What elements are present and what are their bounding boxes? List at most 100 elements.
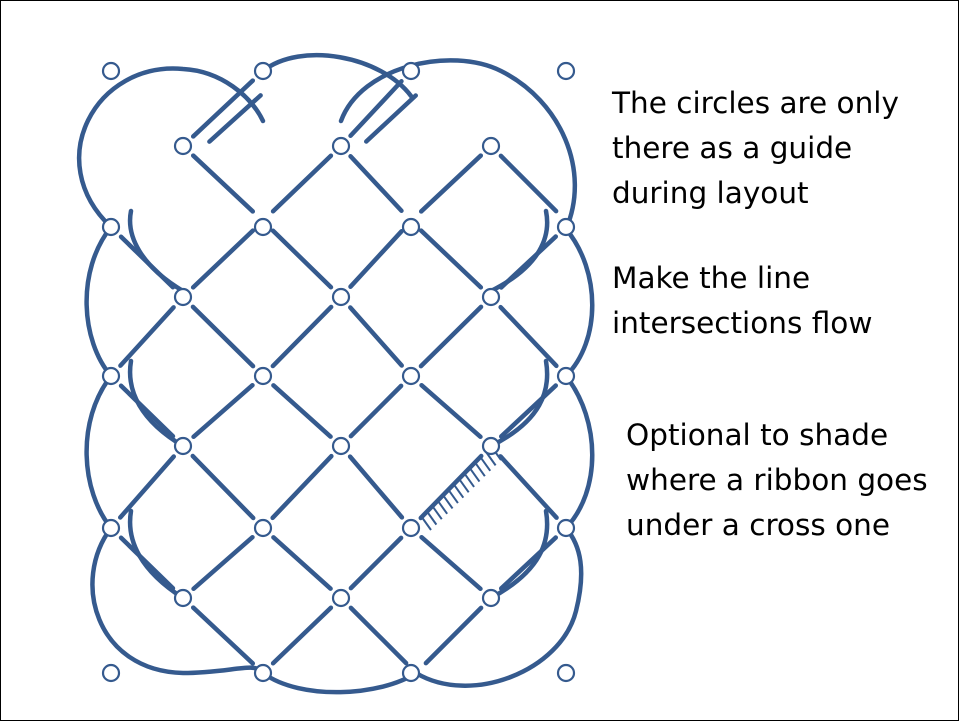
shade-hatch-9	[468, 466, 481, 483]
knot-ribbons	[76, 52, 595, 695]
ribbon-segment-11	[270, 228, 334, 290]
ribbon-segment-31	[418, 453, 484, 521]
guide-circle-4	[101, 217, 121, 237]
ribbon-curve-8	[260, 670, 419, 695]
ribbon-segment-1	[207, 93, 263, 144]
ribbon-segment-26	[498, 383, 559, 439]
guide-circle-25	[481, 287, 501, 307]
ribbon-segment-29	[270, 453, 334, 521]
ribbon-curve-6	[563, 373, 595, 531]
ribbon-segment-27	[117, 454, 177, 520]
guide-circle-12	[101, 518, 121, 538]
ribbon-segment-3	[364, 93, 418, 144]
guide-circle-15	[556, 518, 576, 538]
ribbon-segment-37	[419, 534, 483, 592]
ribbon-segment-25	[419, 382, 483, 440]
ribbon-segment-14	[498, 234, 559, 290]
ribbon-segment-17	[270, 304, 334, 369]
guide-circle-20	[173, 136, 193, 156]
ribbon-segment-15	[118, 305, 176, 368]
guide-circle-0	[101, 61, 121, 81]
shade-hatch-8	[463, 472, 475, 488]
ribbon-segment-39	[190, 605, 256, 666]
ribbon-segment-42	[423, 605, 484, 666]
ribbon-curve-2	[338, 58, 577, 232]
ribbon-segment-18	[348, 305, 404, 368]
note-flowing-intersections: Make the line intersections flow	[612, 261, 873, 340]
ribbon-curve-9	[413, 525, 584, 688]
guide-circle-3	[556, 61, 576, 81]
guide-circles	[101, 61, 576, 683]
ribbon-curve-12	[488, 358, 550, 449]
shade-hatch-4	[441, 493, 454, 510]
ribbon-segment-28	[190, 453, 256, 521]
guide-circle-11	[556, 366, 576, 386]
ribbon-segment-33	[118, 535, 176, 591]
ribbon-segment-32	[498, 454, 559, 520]
note-optional-shading: Optional to shade where a ribbon goes un…	[626, 418, 928, 542]
shade-hatch-3	[436, 499, 448, 515]
guide-circle-17	[253, 663, 273, 683]
ribbon-segment-2	[348, 78, 404, 139]
shade-hatch-7	[457, 477, 470, 493]
ribbon-segment-23	[271, 383, 333, 439]
guide-circle-9	[253, 366, 273, 386]
ribbon-segment-24	[348, 383, 404, 439]
ribbon-segment-6	[348, 153, 404, 214]
guide-circle-5	[253, 217, 273, 237]
ribbon-curve-0	[76, 66, 266, 230]
ribbon-segment-10	[190, 228, 256, 290]
guide-circle-7	[556, 217, 576, 237]
ribbon-segment-13	[418, 228, 484, 290]
ribbon-segment-12	[348, 229, 404, 289]
guide-circle-18	[401, 663, 421, 683]
ribbon-segment-36	[348, 535, 404, 591]
ribbon-curve-4	[563, 226, 595, 379]
guide-circle-31	[481, 588, 501, 608]
shade-hatch-6	[452, 483, 465, 499]
ribbon-segment-20	[498, 304, 559, 369]
guide-circle-2	[401, 61, 421, 81]
guide-circle-19	[556, 663, 576, 683]
guide-circle-26	[173, 436, 193, 456]
ribbon-segment-16	[190, 304, 256, 369]
guide-circle-27	[331, 436, 351, 456]
ribbon-segment-5	[270, 153, 334, 214]
ribbon-curve-7	[90, 525, 266, 676]
guide-circle-24	[331, 287, 351, 307]
ribbon-segment-7	[418, 153, 484, 214]
shade-hatch-1	[425, 510, 438, 526]
guide-circle-8	[101, 366, 121, 386]
ribbon-segment-30	[347, 454, 405, 520]
guide-circle-13	[253, 518, 273, 538]
ribbon-segment-9	[118, 234, 176, 290]
ribbon-segment-0	[190, 78, 256, 139]
ribbon-segment-34	[191, 534, 255, 592]
ribbon-segment-4	[190, 153, 256, 214]
guide-circle-16	[101, 663, 121, 683]
guide-circle-29	[173, 588, 193, 608]
ribbon-segment-40	[270, 605, 334, 666]
shade-hatch-2	[430, 504, 443, 520]
ribbon-segment-19	[418, 304, 484, 369]
ribbon-curve-3	[84, 224, 114, 379]
ribbon-curve-5	[84, 373, 114, 531]
ribbon-segment-22	[191, 382, 255, 440]
ribbon-segment-35	[271, 535, 333, 591]
guide-circle-23	[173, 287, 193, 307]
guide-circle-30	[331, 588, 351, 608]
ribbon-segment-8	[498, 153, 559, 214]
guide-circle-22	[481, 136, 501, 156]
shade-hatch-0	[420, 515, 432, 531]
guide-circle-14	[401, 518, 421, 538]
ribbon-segment-38	[498, 535, 559, 591]
shade-hatch-5	[447, 488, 459, 504]
guide-circle-10	[401, 366, 421, 386]
guide-circle-1	[253, 61, 273, 81]
ribbon-segment-41	[348, 605, 409, 666]
guide-circle-21	[331, 136, 351, 156]
ribbon-segment-21	[118, 383, 176, 439]
shade-hatch-11	[479, 456, 492, 472]
